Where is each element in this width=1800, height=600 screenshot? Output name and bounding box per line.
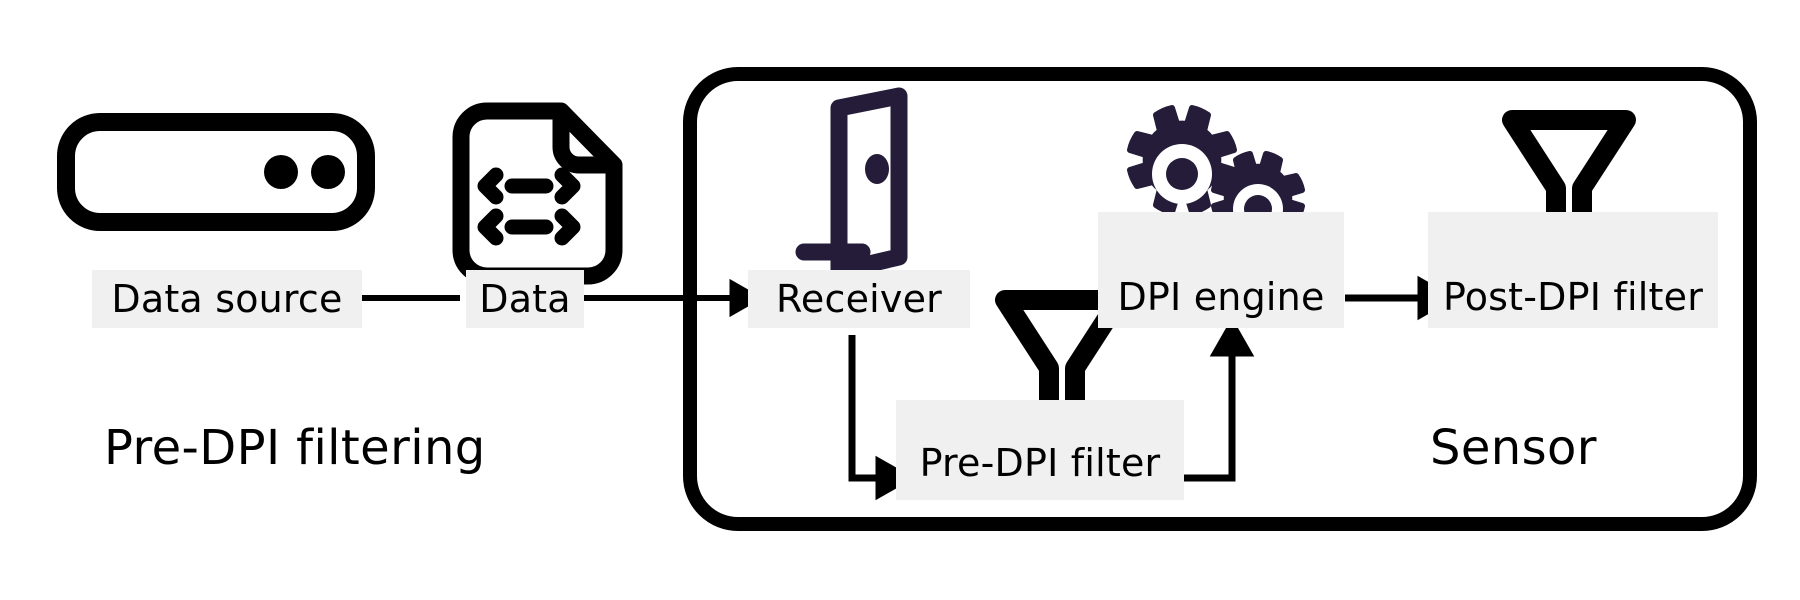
node-label-data-source: Data source [92, 270, 362, 328]
connector-receiver-to-pre-dpi-filter [848, 335, 915, 501]
section-title-pre-dpi-filtering: Pre-DPI filtering [104, 420, 486, 476]
data-file-icon [452, 102, 623, 285]
connector-pre-dpi-filter-to-dpi-engine [1180, 317, 1255, 482]
open-door-icon [795, 87, 908, 280]
node-label-post-dpi-filter: Post-DPI filter [1428, 212, 1718, 328]
node-label-pre-dpi-filter: Pre-DPI filter [896, 400, 1184, 500]
node-label-dpi-engine: DPI engine [1098, 212, 1344, 328]
node-label-data: Data [466, 270, 584, 328]
section-title-sensor: Sensor [1430, 420, 1597, 476]
node-label-receiver: Receiver [748, 270, 970, 328]
server-icon [57, 113, 375, 231]
